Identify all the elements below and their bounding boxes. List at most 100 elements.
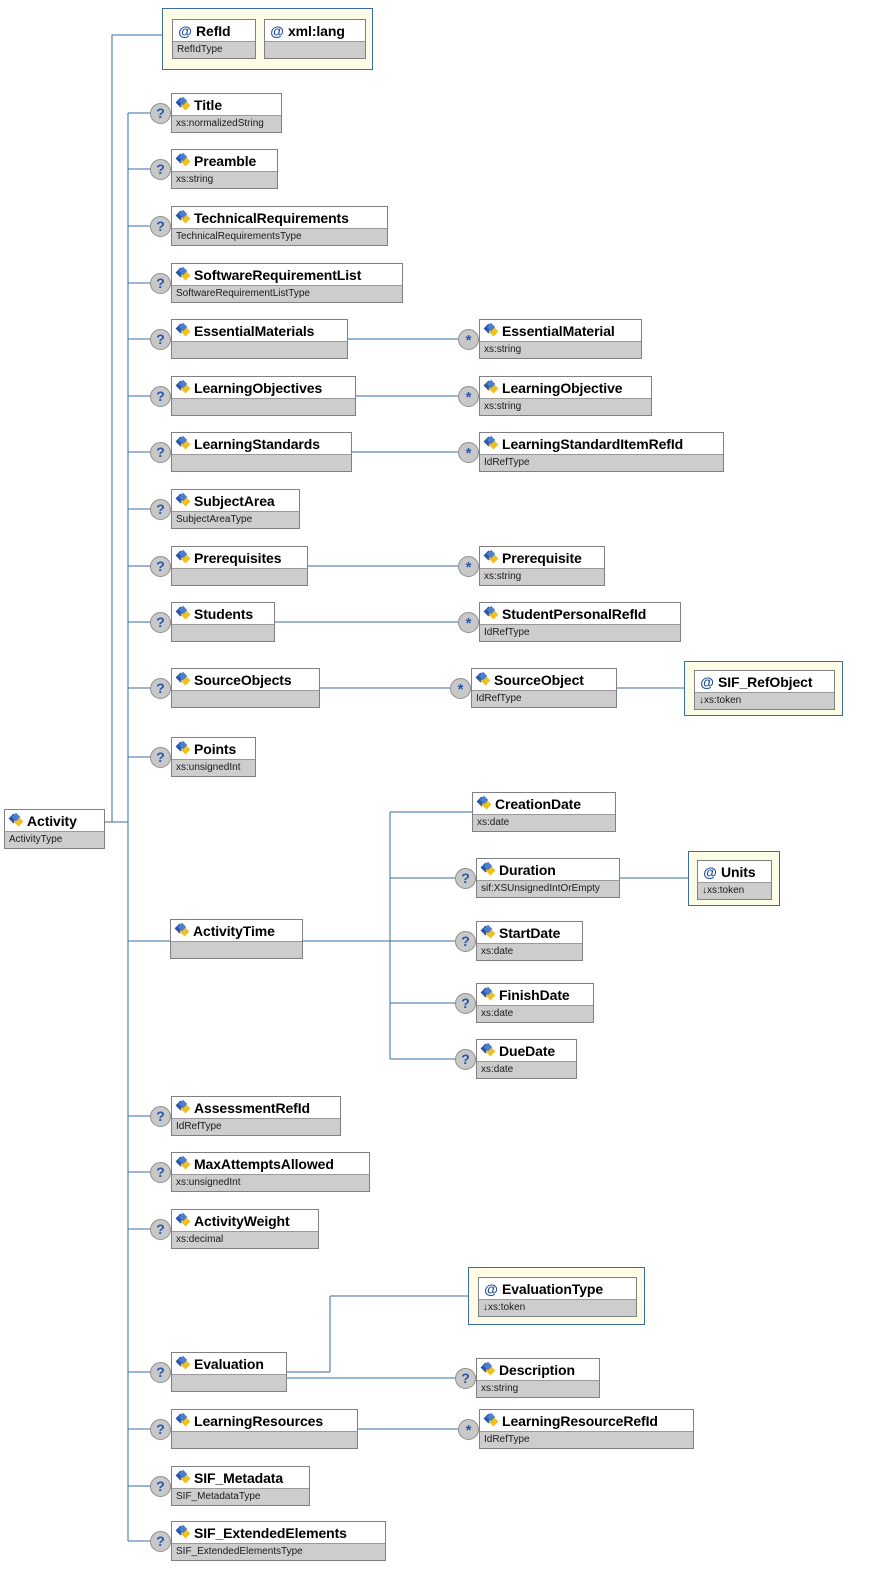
node-label: Units (721, 863, 756, 880)
node-label: EvaluationType (502, 1280, 604, 1297)
node-learningobjectives[interactable]: LearningObjectives (171, 376, 356, 416)
element-icon (483, 549, 499, 564)
occurrence-marker-optional: ? (150, 499, 171, 520)
occurrence-marker-optional: ? (150, 678, 171, 699)
node-header: LearningResourceRefId (480, 1410, 693, 1431)
node-points[interactable]: Points xs:unsignedInt (171, 737, 256, 777)
node-type (172, 398, 355, 415)
node-activityweight[interactable]: ActivityWeight xs:decimal (171, 1209, 319, 1249)
node-learningresources[interactable]: LearningResources (171, 1409, 358, 1449)
node-prerequisites[interactable]: Prerequisites (171, 546, 308, 586)
node-sif-extendedelements[interactable]: SIF_ExtendedElements SIF_ExtendedElement… (171, 1521, 386, 1561)
node-label: Title (194, 96, 223, 113)
node-type (172, 341, 347, 358)
node-essentialmaterials[interactable]: EssentialMaterials (171, 319, 348, 359)
occurrence-marker-optional: ? (455, 1368, 476, 1389)
node-header: Students (172, 603, 274, 624)
node-sourceobject[interactable]: SourceObject IdRefType (471, 668, 617, 708)
node-technicalrequirements[interactable]: TechnicalRequirements TechnicalRequireme… (171, 206, 388, 246)
node-label: Description (499, 1361, 575, 1378)
node-type: RefIdType (173, 41, 255, 58)
node-duration[interactable]: Duration sif:XSUnsignedIntOrEmpty (476, 858, 620, 898)
node-description[interactable]: Description xs:string (476, 1358, 600, 1398)
node-label: LearningStandardItemRefId (502, 435, 684, 452)
node-subjectarea[interactable]: SubjectArea SubjectAreaType (171, 489, 300, 529)
element-icon (175, 1469, 191, 1484)
element-icon (480, 986, 496, 1001)
node-evaluationtype[interactable]: @EvaluationType ↓xs:token (478, 1277, 637, 1317)
node-learningresourcerefid[interactable]: LearningResourceRefId IdRefType (479, 1409, 694, 1449)
node-softwarerequirementlist[interactable]: SoftwareRequirementList SoftwareRequirem… (171, 263, 403, 303)
node-learningobjective[interactable]: LearningObjective xs:string (479, 376, 652, 416)
node-header: CreationDate (473, 793, 615, 814)
element-icon (175, 1524, 191, 1539)
node-label: ActivityTime (193, 922, 275, 939)
node-header: MaxAttemptsAllowed (172, 1153, 369, 1174)
node-type (265, 41, 365, 58)
node-type: SIF_MetadataType (172, 1488, 309, 1505)
node-label: CreationDate (495, 795, 581, 812)
node-startdate[interactable]: StartDate xs:date (476, 921, 583, 961)
node-type (172, 1374, 286, 1391)
node-header: @EvaluationType (479, 1278, 636, 1299)
node-label: SourceObject (494, 671, 584, 688)
node-refid[interactable]: @ RefId RefIdType (172, 19, 256, 59)
node-evaluation[interactable]: Evaluation (171, 1352, 287, 1392)
node-label: Students (194, 605, 254, 622)
occurrence-marker-optional: ? (455, 993, 476, 1014)
node-creationdate[interactable]: CreationDate xs:date (472, 792, 616, 832)
node-title[interactable]: Title xs:normalizedString (171, 93, 282, 133)
at-icon: @ (703, 863, 717, 880)
node-prerequisite[interactable]: Prerequisite xs:string (479, 546, 605, 586)
node-header: SubjectArea (172, 490, 299, 511)
element-icon (175, 671, 191, 686)
occurrence-marker-optional: ? (150, 1531, 171, 1552)
node-sourceobjects[interactable]: SourceObjects (171, 668, 320, 708)
node-learningstandards[interactable]: LearningStandards (171, 432, 352, 472)
element-icon (175, 322, 191, 337)
node-type: ↓xs:token (695, 692, 834, 709)
node-header: SIF_Metadata (172, 1467, 309, 1488)
node-sif-metadata[interactable]: SIF_Metadata SIF_MetadataType (171, 1466, 310, 1506)
node-essentialmaterial[interactable]: EssentialMaterial xs:string (479, 319, 642, 359)
node-preamble[interactable]: Preamble xs:string (171, 149, 278, 189)
node-label: Activity (27, 812, 77, 829)
node-type: xs:string (172, 171, 277, 188)
node-studentpersonalrefid[interactable]: StudentPersonalRefId IdRefType (479, 602, 681, 642)
node-label: SIF_Metadata (194, 1469, 284, 1486)
node-xml-lang[interactable]: @ xml:lang (264, 19, 366, 59)
node-label: TechnicalRequirements (194, 209, 349, 226)
node-type: xs:string (480, 398, 651, 415)
occurrence-marker-optional: ? (150, 103, 171, 124)
element-icon (175, 435, 191, 450)
node-students[interactable]: Students (171, 602, 275, 642)
node-type: IdRefType (472, 690, 616, 707)
node-assessmentrefid[interactable]: AssessmentRefId IdRefType (171, 1096, 341, 1136)
element-icon (483, 1412, 499, 1427)
node-maxattemptsallowed[interactable]: MaxAttemptsAllowed xs:unsignedInt (171, 1152, 370, 1192)
node-learningstandarditemrefid[interactable]: LearningStandardItemRefId IdRefType (479, 432, 724, 472)
occurrence-marker-optional: ? (150, 612, 171, 633)
node-label: ActivityWeight (194, 1212, 290, 1229)
node-header: Duration (477, 859, 619, 880)
element-icon (483, 605, 499, 620)
node-header: LearningStandards (172, 433, 351, 454)
node-type: ↓xs:token (698, 882, 771, 899)
element-icon (175, 96, 191, 111)
node-activitytime[interactable]: ActivityTime (170, 919, 303, 959)
attribute-group-sourceobject: @SIF_RefObject ↓xs:token (684, 661, 843, 716)
node-type: TechnicalRequirementsType (172, 228, 387, 245)
node-duedate[interactable]: DueDate xs:date (476, 1039, 577, 1079)
node-label: DueDate (499, 1042, 556, 1059)
element-icon (480, 924, 496, 939)
element-icon (175, 379, 191, 394)
node-type: sif:XSUnsignedIntOrEmpty (477, 880, 619, 897)
node-units[interactable]: @Units ↓xs:token (697, 860, 772, 900)
node-header: Description (477, 1359, 599, 1380)
node-sif-refobject[interactable]: @SIF_RefObject ↓xs:token (694, 670, 835, 710)
node-activity[interactable]: Activity ActivityType (4, 809, 105, 849)
node-finishdate[interactable]: FinishDate xs:date (476, 983, 594, 1023)
node-type: xs:decimal (172, 1231, 318, 1248)
